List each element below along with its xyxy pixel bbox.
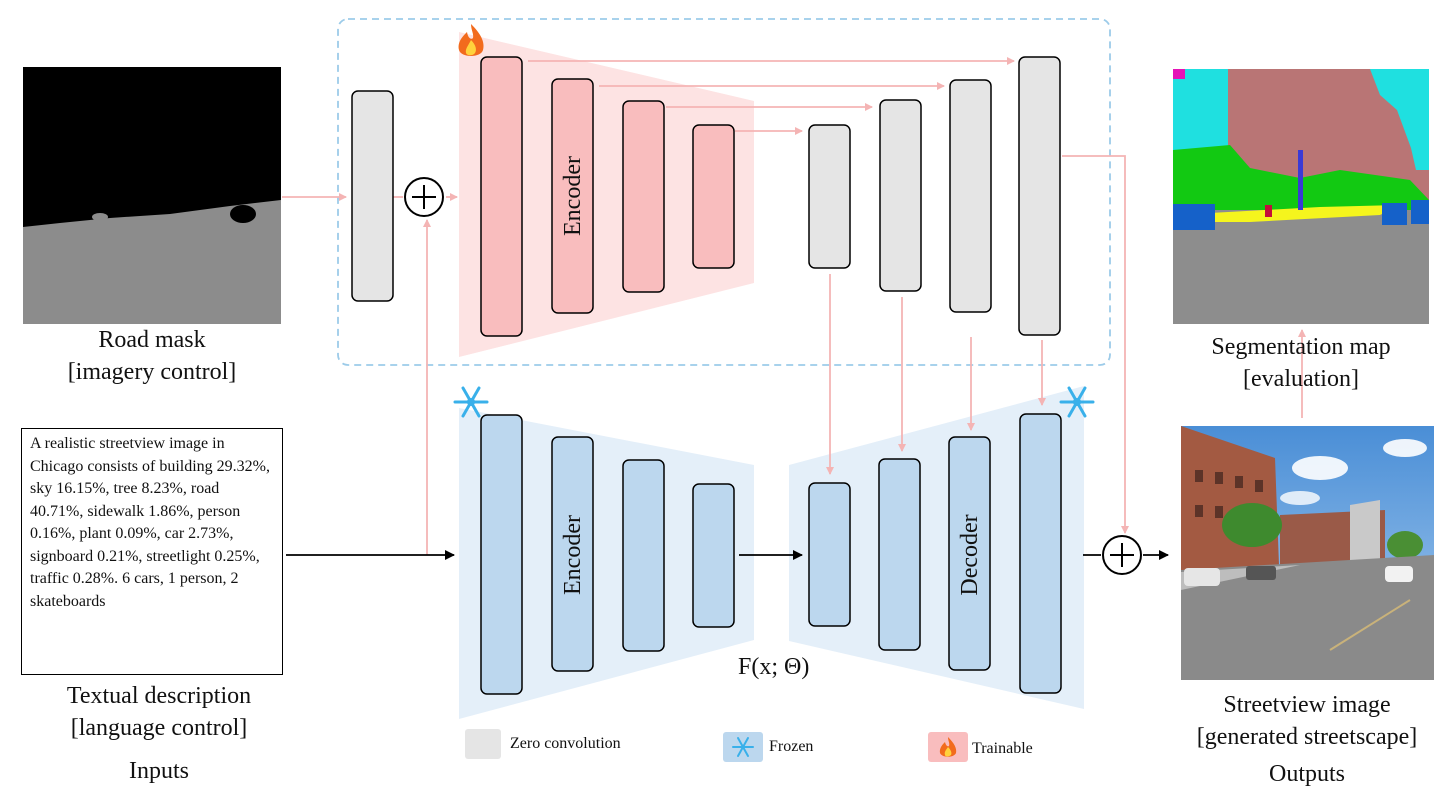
streetview-image	[1181, 426, 1434, 680]
frozen-encoder-block	[692, 483, 735, 628]
trainable-encoder-block	[692, 124, 735, 269]
frozen-decoder-blocks	[808, 413, 1062, 694]
frozen-decoder-block	[878, 458, 921, 651]
segmentation-subtitle: [evaluation]	[1243, 366, 1359, 392]
frozen-encoder-block	[551, 436, 594, 672]
frozen-decoder-region	[789, 386, 1084, 709]
text-title: Textual description	[66, 683, 252, 709]
snowflake-icon	[732, 737, 754, 757]
legend-zero-conv-label: Zero convolution	[510, 735, 621, 752]
snowflake-icon	[1059, 386, 1095, 418]
road-mask-subtitle: [imagery control]	[67, 359, 237, 385]
zero-conv-block	[949, 79, 992, 313]
zero-conv-output-blocks	[808, 56, 1061, 336]
frozen-decoder-block	[948, 436, 991, 671]
snowflake-icon	[453, 386, 489, 418]
trainable-encoder-block	[551, 78, 594, 314]
segmentation-caption: Segmentation map [evaluation]	[1173, 331, 1429, 395]
trainable-encoder-block	[480, 56, 523, 337]
circle-plus-icon	[1102, 535, 1142, 575]
legend-frozen-label: Frozen	[769, 738, 814, 755]
segmentation-title: Segmentation map	[1211, 334, 1391, 360]
frozen-encoder-region	[459, 408, 754, 719]
text-caption: Textual description [language control]	[21, 680, 297, 744]
zero-conv-block	[879, 99, 922, 292]
frozen-decoder-label: Decoder	[957, 514, 983, 595]
frozen-decoder-block	[808, 482, 851, 627]
frozen-encoder-block	[622, 459, 665, 652]
segmentation-map-image	[1173, 69, 1429, 324]
text-subtitle: [language control]	[70, 715, 248, 741]
streetview-subtitle: [generated streetscape]	[1196, 724, 1418, 750]
inputs-group-label: Inputs	[129, 758, 189, 784]
zero-conv-block	[808, 124, 851, 269]
streetview-caption: Streetview image [generated streetscape]	[1176, 689, 1438, 753]
legend-zero-conv-swatch	[465, 729, 501, 759]
trainable-encoder-region	[459, 32, 754, 357]
textual-description-text: A realistic streetview image in Chicago …	[30, 435, 270, 610]
streetview-title: Streetview image	[1223, 692, 1391, 718]
outputs-group-label: Outputs	[1268, 761, 1345, 787]
road-mask-caption: Road mask [imagery control]	[23, 324, 281, 388]
fire-icon	[939, 737, 957, 757]
circle-plus-icon	[404, 177, 444, 217]
road-mask-title: Road mask	[98, 327, 206, 353]
fire-icon	[458, 24, 484, 56]
frozen-encoder-blocks	[480, 414, 735, 695]
trainable-encoder-block	[622, 100, 665, 293]
connector-lines	[282, 57, 1306, 555]
road-mask-image	[23, 67, 281, 324]
frozen-encoder-block	[480, 414, 523, 695]
frozen-decoder-block	[1019, 413, 1062, 694]
legend-trainable-label: Trainable	[972, 740, 1033, 757]
function-label: F(x; Θ)	[738, 654, 810, 680]
frozen-encoder-label: Encoder	[560, 515, 586, 595]
zero-conv-block	[1018, 56, 1061, 336]
control-branch-frame	[337, 18, 1111, 366]
textual-description-box: A realistic streetview image in Chicago …	[21, 428, 283, 675]
trainable-encoder-blocks	[480, 56, 735, 337]
trainable-encoder-label: Encoder	[560, 156, 586, 236]
zero-conv-input-block	[351, 90, 394, 302]
